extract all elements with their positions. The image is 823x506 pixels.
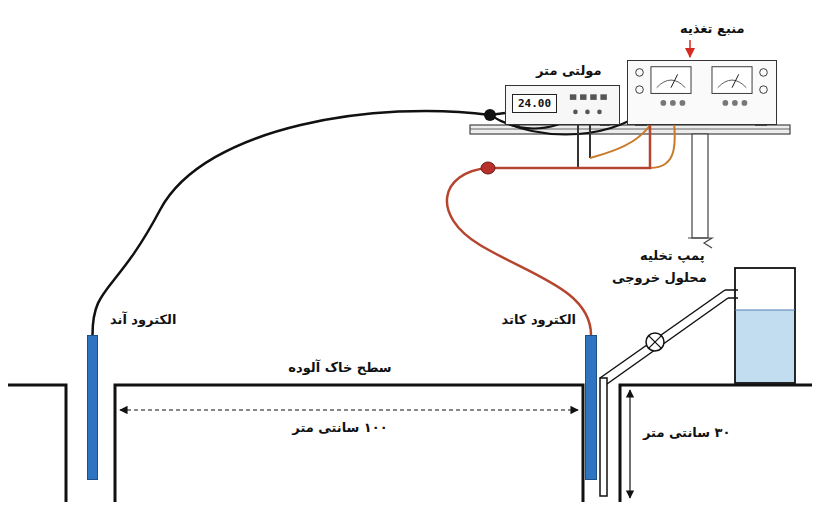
instrument-label: منبع تغذیه <box>680 21 745 36</box>
electrode-cable <box>93 111 506 335</box>
collection-tank <box>735 268 795 383</box>
soil-ground <box>8 385 812 502</box>
drain-tube <box>600 290 738 496</box>
dimension-label: ۳۰ سانتی متر <box>640 425 733 440</box>
black-plug <box>484 109 496 121</box>
pointer-arrow <box>689 40 691 57</box>
pump-label: پمپ تخلیه <box>640 248 705 263</box>
power-supply: منبع تغذیه <box>627 60 777 125</box>
red-plug <box>481 162 495 174</box>
electrode-label: الکترود کاتد <box>502 312 576 327</box>
electrode-cable <box>447 125 650 335</box>
soil-surface-label: سطح خاک آلوده <box>285 360 394 375</box>
dimension-label: ۱۰۰ سانتی متر <box>289 420 390 435</box>
anode-electrode: الکترود آند <box>87 335 98 480</box>
multimeter: مولتی متر24.00 <box>505 85 620 125</box>
dimension-lines <box>120 390 630 498</box>
supply-panel <box>628 61 775 123</box>
meter-display: 24.00 <box>512 94 557 113</box>
electrode-label: الکترود آند <box>110 312 176 327</box>
instrument-label: مولتی متر <box>536 63 602 78</box>
outlet-label: محلول خروجی <box>612 270 707 285</box>
cathode-electrode: الکترود کاتد <box>585 335 597 480</box>
